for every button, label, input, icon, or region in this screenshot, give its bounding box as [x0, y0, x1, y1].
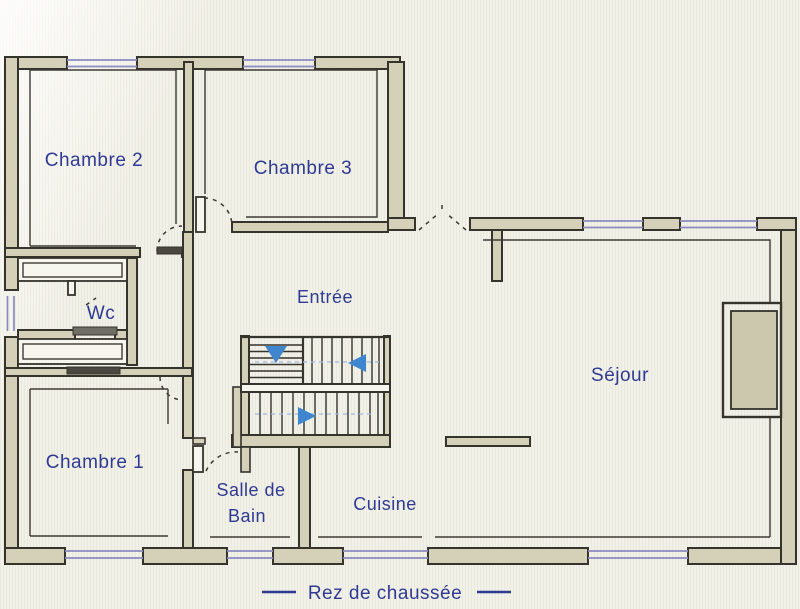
double-door-entry: [418, 205, 467, 231]
label-cuisine: Cuisine: [353, 494, 417, 514]
wc-door-jamb: [67, 280, 76, 296]
window-sejour-top-2: [680, 220, 757, 229]
sliding-door-wc: [72, 326, 118, 336]
label-entree: Entrée: [297, 287, 353, 307]
door-leaf-chambre3: [195, 196, 206, 233]
fireplace: [721, 301, 783, 419]
label-salle-de-bain-line2: Bain: [228, 506, 266, 526]
label-wc: Wc: [87, 303, 115, 324]
door-leaf-sdb: [192, 445, 204, 473]
window-sdb-bottom: [227, 550, 273, 559]
door-arc-chambre1: [159, 376, 184, 401]
stair-arrow-down-icon: [265, 346, 287, 363]
window-chambre3-top: [243, 59, 315, 68]
door-leaf-chambre2: [156, 246, 183, 255]
room-labels: Chambre 2 Chambre 3 Wc Entrée Chambre 1 …: [45, 150, 649, 526]
closet-upper: [17, 257, 128, 282]
closets: [17, 257, 128, 365]
stair-treads-upper-right: [311, 338, 380, 383]
window-chambre1-bottom: [65, 550, 143, 559]
stair-arrow-left-icon: [348, 354, 366, 372]
label-chambre-3: Chambre 3: [254, 158, 353, 179]
exterior-walls: [4, 56, 797, 565]
caption: Rez de chaussée: [262, 583, 511, 604]
door-tick-wc: [85, 297, 97, 306]
interior-walls: [4, 61, 531, 549]
label-salle-de-bain-line1: Salle de: [216, 480, 285, 500]
door-arc-chambre2: [156, 225, 183, 252]
window-sejour-bottom: [588, 550, 688, 559]
window-wc-left: [6, 296, 15, 331]
window-cuisine-bottom: [343, 550, 428, 559]
label-chambre-2: Chambre 2: [45, 150, 144, 171]
kitchen-counter: [445, 436, 531, 447]
closet-lower: [17, 338, 128, 365]
door-leaf-chambre1-wall: [66, 366, 121, 375]
staircase: [231, 335, 391, 473]
window-chambre2-top: [67, 59, 137, 68]
stair-arrow-right-icon: [298, 407, 316, 425]
inner-wall-lines: [29, 69, 771, 538]
window-sejour-top-1: [583, 220, 643, 229]
door-arc-sdb: [205, 451, 239, 472]
caption-text: Rez de chaussée: [308, 583, 462, 604]
windows: [6, 59, 757, 559]
doors: [66, 196, 467, 473]
label-sejour: Séjour: [591, 365, 649, 386]
door-arc-chambre3: [203, 197, 233, 227]
label-chambre-1: Chambre 1: [46, 452, 145, 473]
